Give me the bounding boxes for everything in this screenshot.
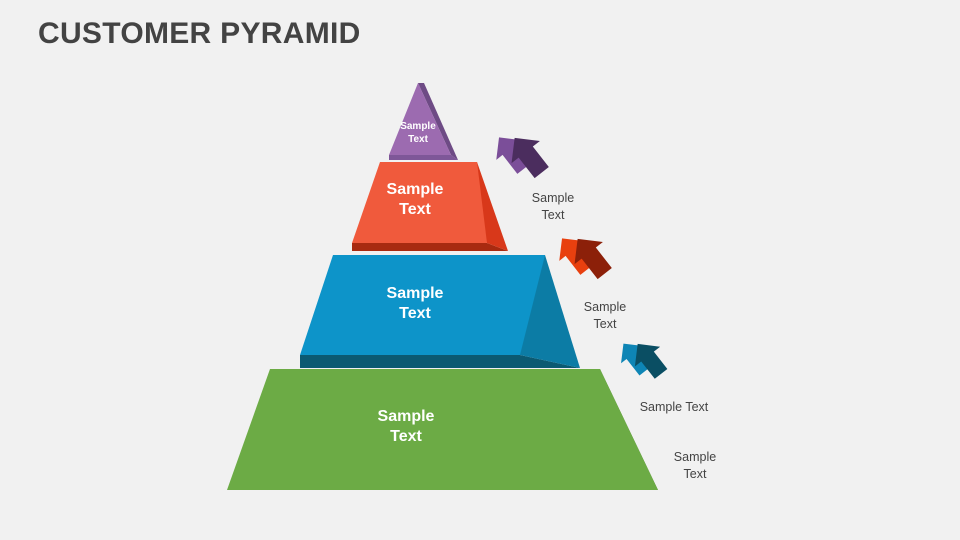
pyramid-tier-3[interactable] bbox=[300, 255, 580, 368]
callout-2-arrow-icon[interactable] bbox=[549, 220, 618, 291]
tier-2-bottom-edge bbox=[352, 243, 508, 251]
tier-4-front-face bbox=[227, 369, 658, 490]
pyramid-tier-1[interactable] bbox=[389, 83, 458, 160]
pyramid-tier-4[interactable] bbox=[227, 369, 658, 490]
callout-4-label: Sample Text bbox=[673, 450, 717, 482]
callout-1-arrow-icon[interactable] bbox=[486, 119, 555, 190]
callout-2-label: Sample Text bbox=[583, 300, 627, 332]
callout-2-arrow-front bbox=[574, 238, 612, 280]
tier-3-front-face bbox=[300, 255, 545, 355]
tier-1-side-face bbox=[418, 83, 458, 160]
callout-1-label: Sample Text bbox=[531, 191, 575, 223]
callout-1-arrow-front bbox=[511, 137, 549, 179]
tier-1-bottom-edge bbox=[389, 155, 458, 160]
pyramid-tier-2[interactable] bbox=[352, 162, 508, 251]
callout-3-arrow-icon[interactable] bbox=[612, 327, 673, 389]
tier-3-bottom-edge bbox=[300, 355, 580, 368]
callout-3-label: Sample Text bbox=[639, 400, 709, 414]
callout-3-arrow-front bbox=[634, 343, 668, 379]
page-title: CUSTOMER PYRAMID bbox=[38, 17, 361, 50]
tier-1-front-face bbox=[389, 83, 451, 155]
tier-2-front-face bbox=[352, 162, 487, 243]
